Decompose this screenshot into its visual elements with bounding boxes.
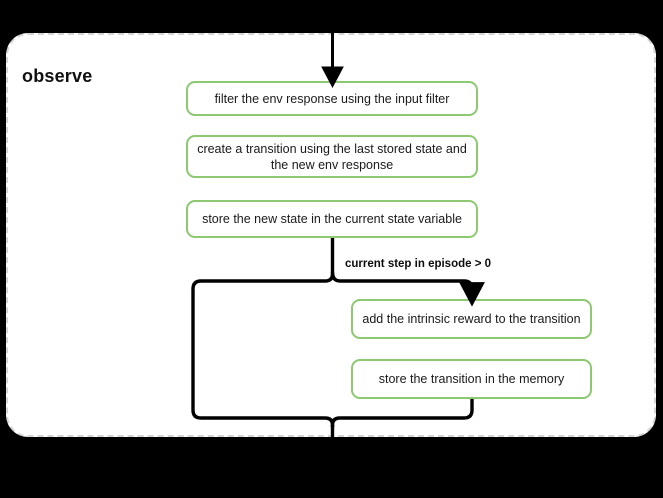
page-title: observe [22, 66, 93, 86]
condition-label-current-step: current step in episode > 0 [345, 258, 492, 270]
node-label: store the new state in the current state… [202, 212, 462, 226]
node-label: create a transition using the last store… [197, 141, 467, 172]
node-label: add the intrinsic reward to the transiti… [362, 312, 581, 326]
node-store-transition-memory[interactable]: store the transition in the memory [351, 359, 592, 399]
node-create-transition[interactable]: create a transition using the last store… [186, 135, 478, 178]
node-add-intrinsic-reward[interactable]: add the intrinsic reward to the transiti… [351, 299, 592, 339]
node-filter-env-response[interactable]: filter the env response using the input … [186, 81, 478, 116]
node-label: store the transition in the memory [378, 372, 565, 386]
node-label: filter the env response using the input … [214, 91, 450, 106]
node-store-new-state[interactable]: store the new state in the current state… [186, 200, 478, 238]
